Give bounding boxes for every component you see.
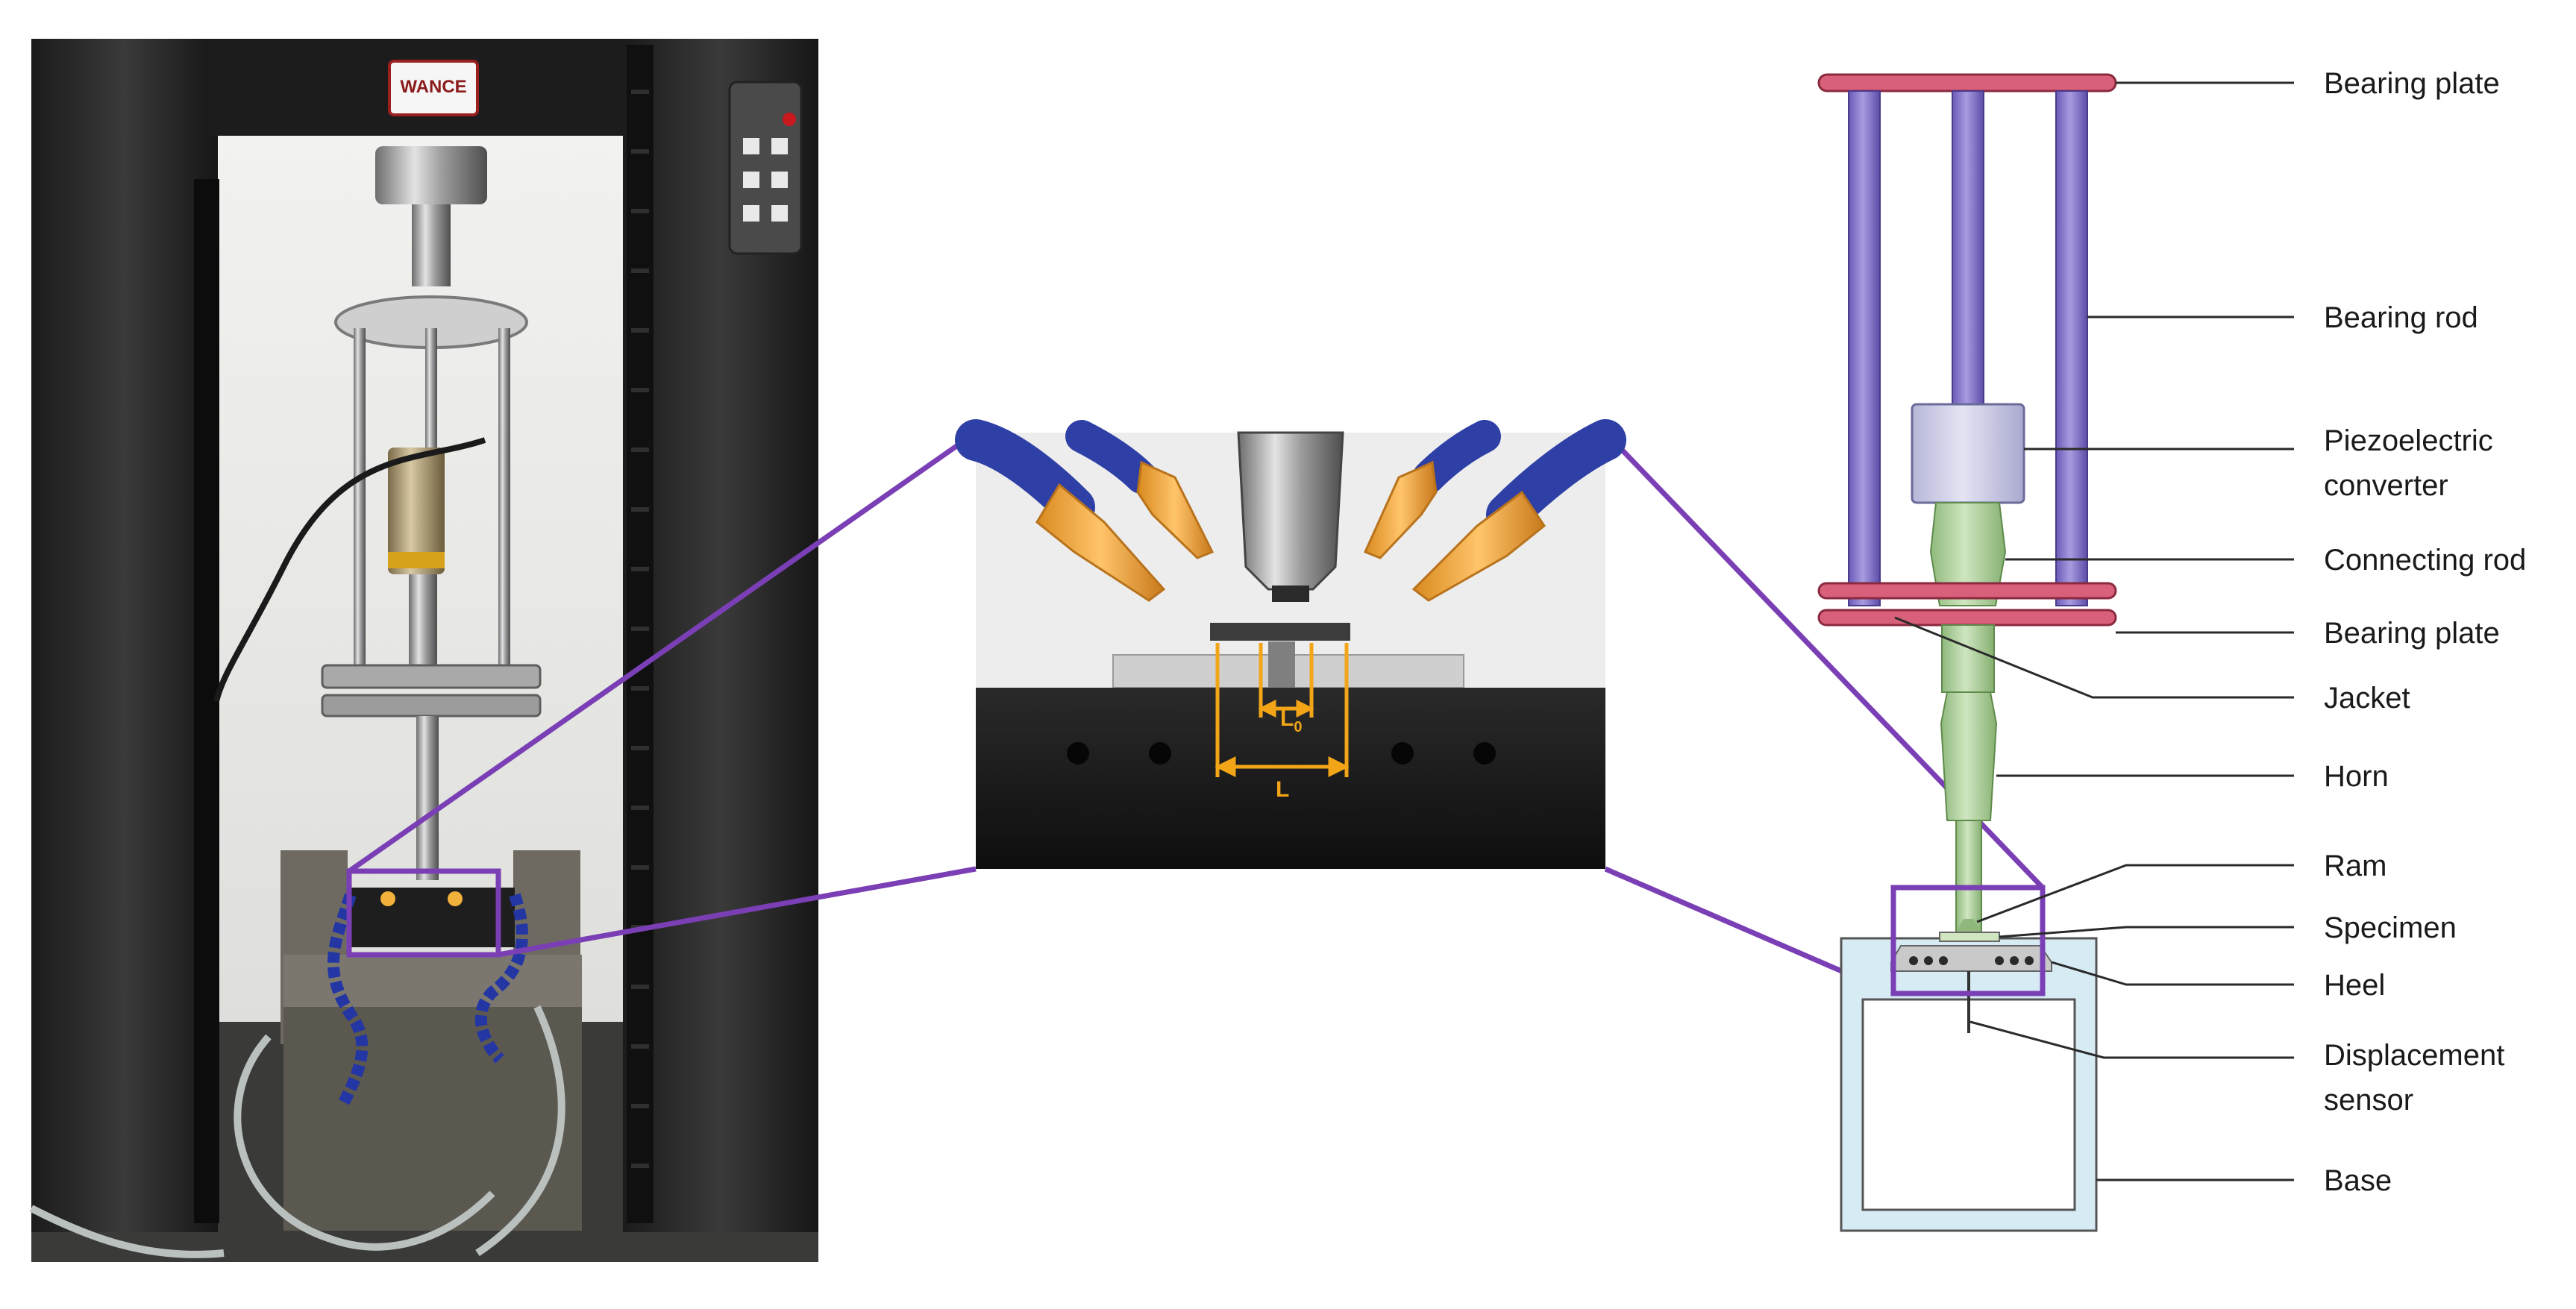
connector-photo-top [347,430,978,873]
connector-photo-bottom [498,866,977,958]
label-horn: Horn [2324,760,2389,793]
label-sensor: sensor [2324,1084,2413,1117]
ram-collar [1272,586,1309,602]
label-connecting-rod: Connecting rod [2324,544,2526,577]
rig-rod-left [354,328,366,671]
machine-photo: WANCE [29,39,818,1262]
label-ram: Ram [2324,850,2387,882]
fixture-block [351,888,515,947]
rig-cable [213,437,486,702]
rig-converter-band [388,552,445,568]
ram [1955,820,1982,933]
coolant-hose-right [474,893,528,1064]
specimen-slot [1268,641,1295,689]
label-heel: Heel [2324,969,2385,1002]
apparatus-schematic: Bearing plate Bearing rod Piezoelectric … [1817,67,2526,1232]
dim-large-label: L [1276,777,1289,802]
label-converter: converter [2324,469,2448,502]
label-base: Base [2324,1164,2392,1197]
photo-highlight-box [346,868,501,958]
schematic-highlight-box [1890,885,2046,996]
nozzle-tip-left-outer [1035,483,1166,602]
coolant-hose-left [327,893,369,1107]
middle-bearing-plate-2 [1817,609,2117,627]
dim-small-label: L0 [1280,706,1302,735]
rig-bottom-plate-2 [321,694,542,718]
horn [1940,691,1998,821]
fixture-table [283,955,582,1007]
pendant-controller [728,81,803,255]
bearing-rod-left [1848,90,1881,606]
base-inner [1861,998,2076,1211]
bearing-rod-center [1952,90,1984,405]
top-bearing-plate [1817,73,2117,92]
specimen-zoom-photo: L0 L [955,419,1626,869]
piezo-converter [1911,403,2025,504]
rack-teeth [631,90,649,1168]
left-column-edge [194,179,219,1223]
nozzle-hose-left-inner [1065,420,1158,494]
label-jacket: Jacket [2324,682,2410,715]
coolant-nozzle-left [380,891,395,906]
brand-label: WANCE [400,77,466,97]
label-bearing-rod: Bearing rod [2324,301,2478,334]
label-top-bearing-plate: Bearing plate [2324,67,2500,100]
rig-horn [409,574,437,679]
heel-dots [1909,956,2034,965]
ram-tip-schematic [1956,919,1981,932]
specimen-top [1210,623,1350,641]
nozzle-tip-right-outer [1411,490,1546,602]
coolant-nozzle-right [448,891,463,906]
leader-lines [1894,81,2294,1181]
tube-right [475,1005,565,1257]
specimen-schematic [1939,932,2000,942]
schematic-labels: Bearing plate Bearing rod Piezoelectric … [2324,67,2526,1197]
label-piezoelectric: Piezoelectric [2324,424,2493,457]
tube-left [234,1034,495,1251]
right-column-rack [627,45,654,1223]
label-middle-bearing-plate: Bearing plate [2324,617,2500,650]
brand-badge [388,60,479,116]
upper-shaft [412,204,451,286]
label-specimen: Specimen [2324,911,2457,944]
jacket [1941,624,1995,693]
fixture-stand [283,1007,582,1231]
load-cell [375,146,487,204]
bearing-rod-right [2055,90,2088,606]
nozzle-tip-left-inner [1136,460,1215,559]
connecting-rod [1929,502,2007,606]
rig-rod-right [498,328,510,671]
tube-floor [29,1205,225,1258]
ram-tip [1237,431,1344,591]
nozzle-tip-right-inner [1363,460,1438,559]
rig-bottom-plate-1 [321,664,542,689]
heel-block [976,688,1605,869]
dimension-lines [1215,643,1350,778]
heel-holes [1067,742,1496,765]
rig-lower-shaft [416,716,439,880]
label-displacement: Displacement [2324,1039,2504,1072]
rig-converter [388,448,445,574]
middle-bearing-plate-1 [1817,582,2117,600]
left-column [31,39,218,1232]
